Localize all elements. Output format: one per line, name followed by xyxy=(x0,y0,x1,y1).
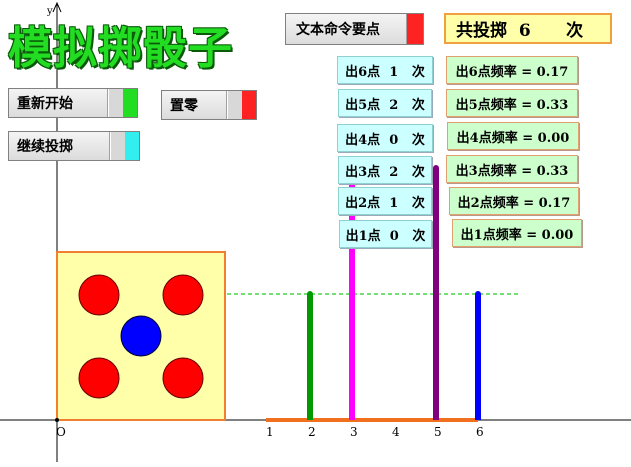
y-axis-arrow xyxy=(52,1,62,13)
pip-top-right xyxy=(162,274,204,316)
freq-3: 出3点频率 = 0.33 xyxy=(446,155,578,183)
pip-center xyxy=(120,315,162,357)
text-command-indicator xyxy=(407,14,423,44)
x-tick-4: 4 xyxy=(392,425,400,439)
continue-button-label: 继续投掷 xyxy=(9,132,110,160)
freq-1: 出1点频率 = 0.00 xyxy=(452,219,582,247)
continue-button[interactable]: 继续投掷 xyxy=(8,131,140,161)
x-tick-5: 5 xyxy=(434,425,442,439)
text-command-label: 文本命令要点 xyxy=(286,14,407,44)
text-command-button[interactable]: 文本命令要点 xyxy=(285,13,424,45)
pip-top-left xyxy=(78,274,120,316)
freq-6: 出6点频率 = 0.17 xyxy=(446,56,578,84)
freq-2: 出2点频率 = 0.17 xyxy=(449,187,579,215)
reset-button-label: 置零 xyxy=(162,91,227,119)
freq-4: 出4点频率 = 0.00 xyxy=(447,122,579,150)
bar-cap-6 xyxy=(475,291,481,297)
count-2: 出2点 1 次 xyxy=(338,187,432,215)
reset-button[interactable]: 置零 xyxy=(161,90,257,120)
x-tick-2: 2 xyxy=(308,425,316,439)
reset-indicator xyxy=(242,91,256,119)
count-6: 出6点 1 次 xyxy=(337,56,433,84)
origin-label: O xyxy=(56,425,66,439)
pip-bottom-right xyxy=(162,357,204,399)
origin-point xyxy=(55,418,59,422)
x-tick-1: 1 xyxy=(266,425,274,439)
total-throws: 共投掷 6 次 xyxy=(444,13,612,44)
count-1: 出1点 0 次 xyxy=(339,220,432,248)
x-tick-3: 3 xyxy=(350,425,358,439)
continue-indicator xyxy=(125,132,139,160)
y-axis-label: y xyxy=(47,6,53,17)
restart-button[interactable]: 重新开始 xyxy=(8,88,138,118)
page-title: 模拟掷骰子 xyxy=(8,23,233,74)
count-4: 出4点 0 次 xyxy=(337,124,433,152)
freq-5: 出5点频率 = 0.33 xyxy=(446,89,578,117)
count-3: 出3点 2 次 xyxy=(338,156,432,184)
bar-cap-2 xyxy=(307,291,313,297)
restart-button-label: 重新开始 xyxy=(9,89,108,117)
restart-indicator xyxy=(123,89,137,117)
count-5: 出5点 2 次 xyxy=(338,89,432,117)
bar-cap-5 xyxy=(433,165,439,171)
x-tick-6: 6 xyxy=(476,425,484,439)
pip-bottom-left xyxy=(78,357,120,399)
